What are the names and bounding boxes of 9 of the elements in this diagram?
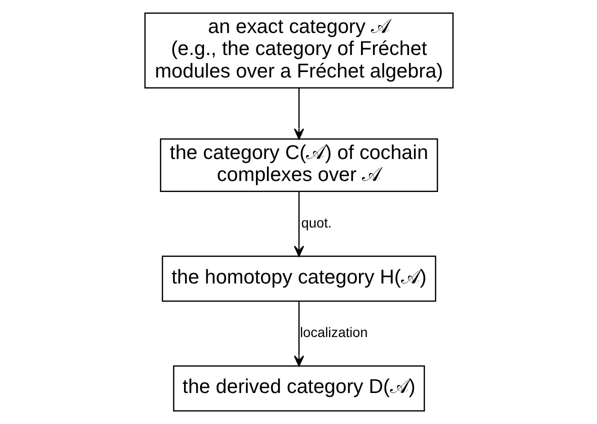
node-box: the derived category D(𝒜) (172, 365, 424, 412)
node-box: the homotopy category H(𝒜) (161, 256, 436, 302)
edge-label: localization (300, 325, 368, 340)
node-box: an exact category 𝒜 (e.g., the category of Fréchet modules over a Fréchet algebra) (144, 12, 454, 89)
arrow (293, 88, 304, 140)
arrow (293, 302, 304, 367)
edge-label: quot. (300, 215, 332, 230)
node-box: the category C(𝒜) of cochain complexes over 𝒜 (159, 138, 438, 192)
arrow (293, 192, 304, 257)
